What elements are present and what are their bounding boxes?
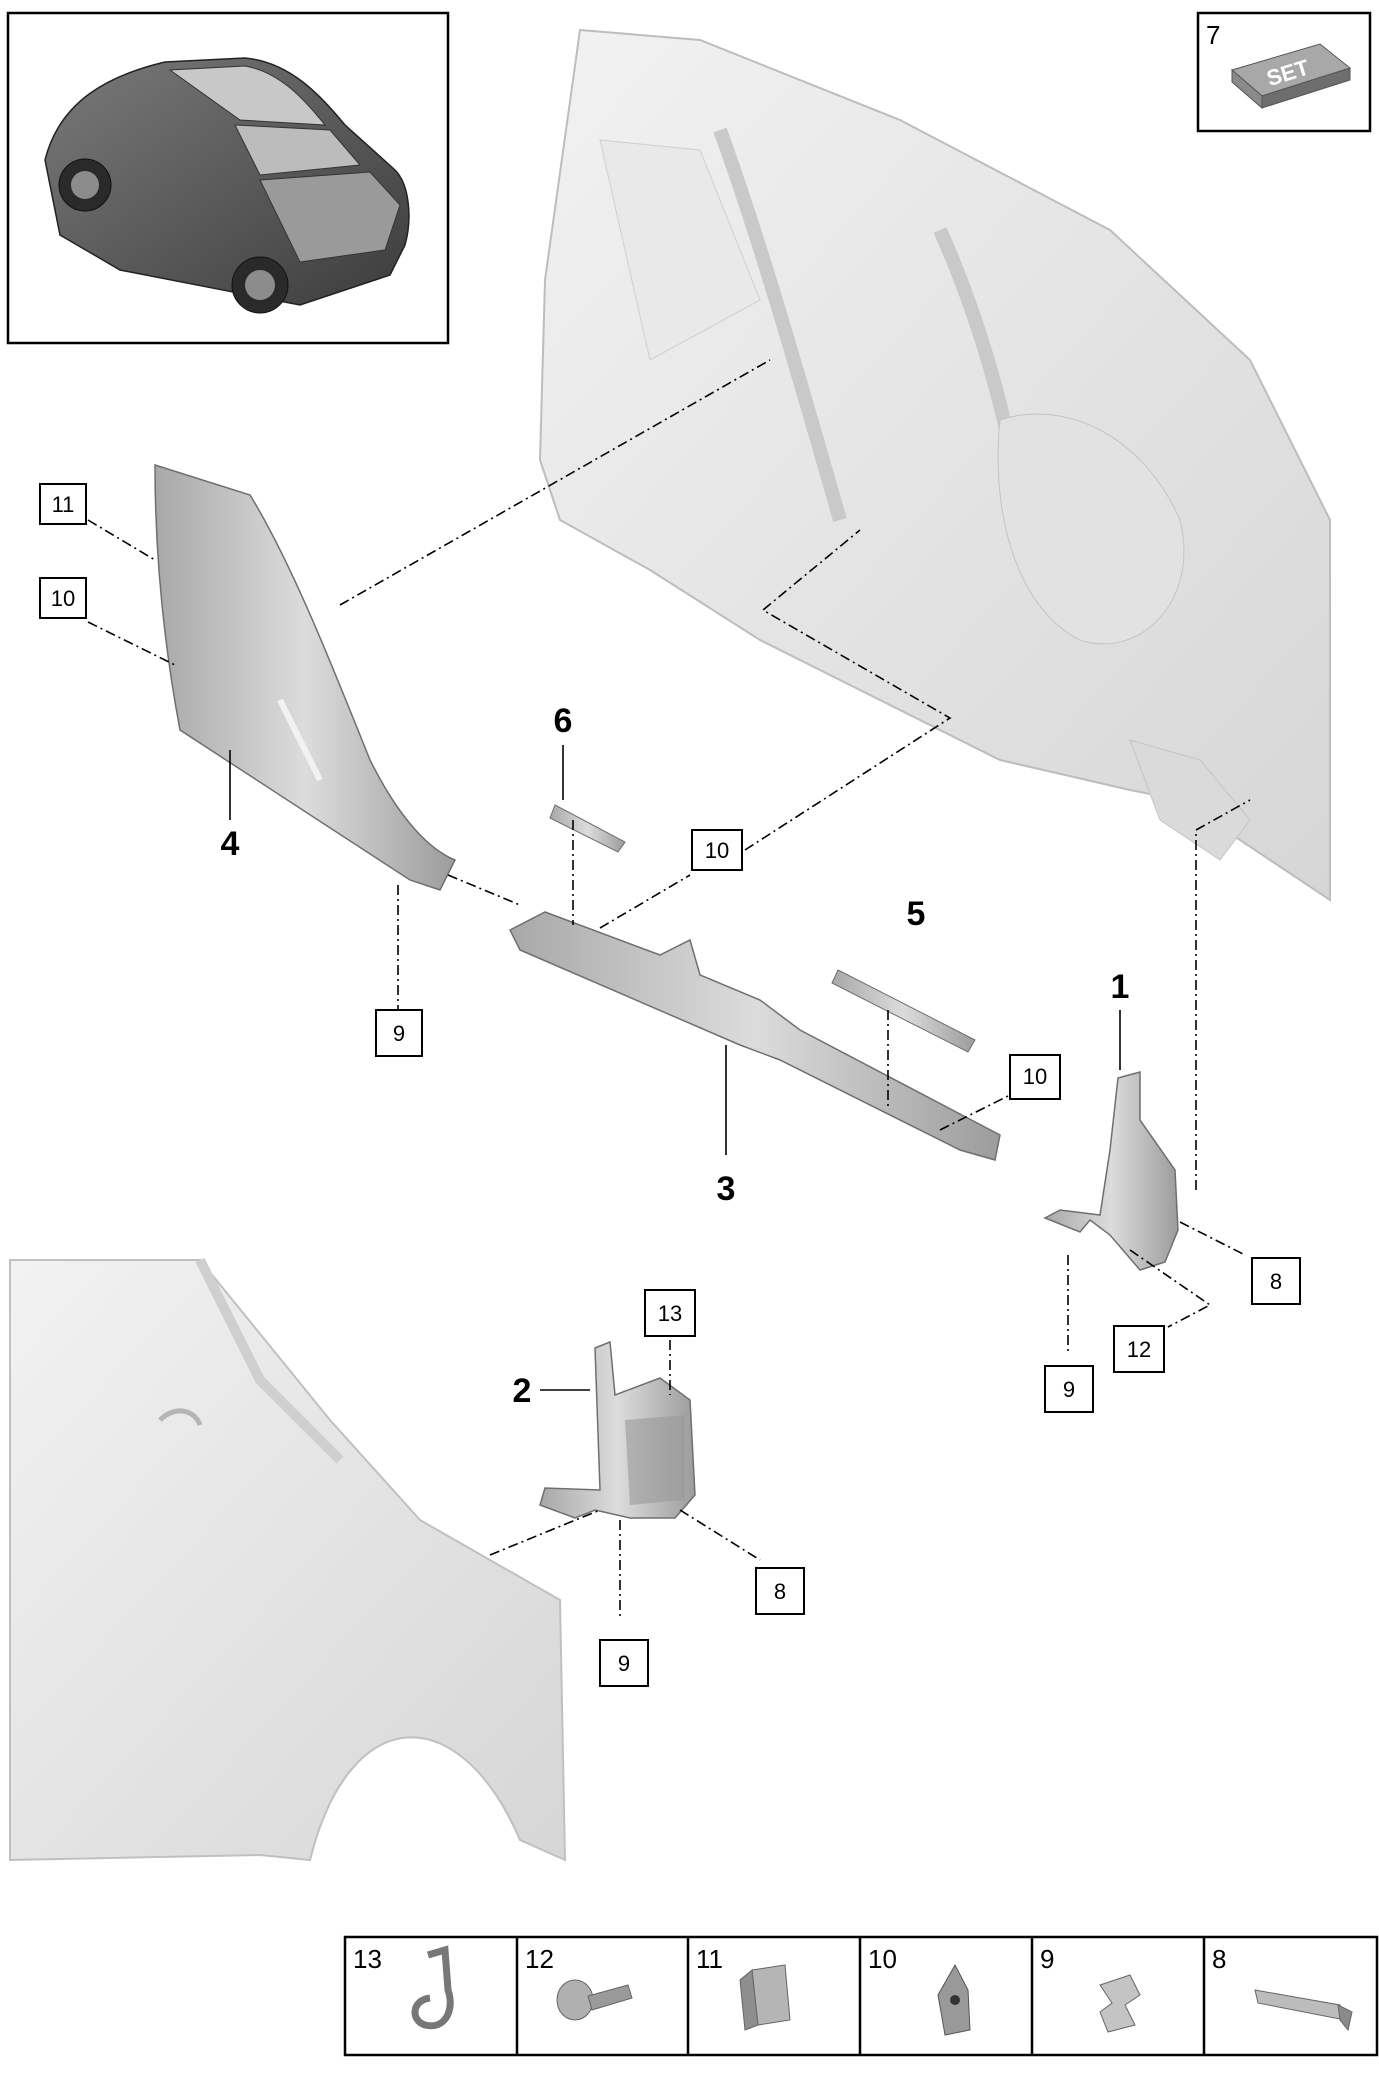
part-number-3: 3 [717, 1170, 736, 1208]
table-cell-number: 8 [1212, 1944, 1226, 1974]
table-cell-number: 10 [868, 1944, 897, 1974]
expanding-nut-icon [937, 1963, 971, 2036]
sill-trim-insert-small [549, 804, 626, 853]
svg-text:12: 12 [1127, 1337, 1151, 1362]
a-pillar-trim [154, 463, 457, 891]
callout-11-left: 11 [39, 483, 87, 525]
fastener-table: 13 12 11 10 9 8 [343, 1935, 1379, 2057]
svg-text:13: 13 [658, 1301, 682, 1326]
svg-text:9: 9 [1063, 1377, 1075, 1402]
vehicle-overview-thumbnail [6, 11, 450, 345]
callout-12-right: 12 [1113, 1325, 1165, 1373]
svg-text:9: 9 [393, 1021, 405, 1046]
callout-13-low: 13 [644, 1289, 696, 1337]
svg-text:8: 8 [774, 1579, 786, 1604]
callout-8-low: 8 [755, 1567, 805, 1615]
svg-text:10: 10 [705, 838, 729, 863]
svg-text:8: 8 [1270, 1269, 1282, 1294]
callout-9-right: 9 [1044, 1365, 1094, 1413]
part-number-5: 5 [907, 895, 926, 933]
set-number: 7 [1206, 20, 1220, 50]
table-cell-number: 9 [1040, 1944, 1054, 1974]
table-cell-number: 11 [696, 1944, 723, 1974]
screw-icon [556, 1979, 633, 2021]
svg-text:9: 9 [618, 1651, 630, 1676]
sill-trim-insert-long [831, 969, 976, 1053]
table-cell-number: 12 [525, 1944, 554, 1974]
callout-9-low: 9 [599, 1639, 649, 1687]
bracket-right [1043, 1071, 1179, 1271]
door-sill-trim [508, 911, 1001, 1161]
set-box: 7 SET [1196, 11, 1372, 133]
bracket-lower [539, 1340, 696, 1519]
spring-clip-icon [1099, 1974, 1141, 2033]
clamp-icon [739, 1964, 791, 2031]
callout-10-left: 10 [39, 577, 87, 619]
svg-text:10: 10 [51, 586, 75, 611]
leader-lines [87, 359, 1251, 1620]
set-kit-icon: SET [1230, 43, 1352, 110]
callout-9-left: 9 [375, 1009, 423, 1057]
callout-10-right: 10 [1009, 1054, 1061, 1100]
suv-illustration [44, 57, 410, 314]
svg-text:11: 11 [52, 492, 75, 517]
part-number-4: 4 [221, 825, 240, 863]
body-side-panel [538, 28, 1331, 902]
part-number-1: 1 [1111, 968, 1130, 1006]
wedge-icon [1254, 1989, 1353, 2032]
table-cell-number: 13 [353, 1944, 382, 1974]
svg-text:10: 10 [1023, 1064, 1047, 1089]
callout-10-mid: 10 [691, 829, 743, 871]
callout-8-right: 8 [1251, 1257, 1301, 1305]
part-number-2: 2 [513, 1372, 532, 1410]
part-number-6: 6 [554, 702, 573, 740]
front-fender [9, 1257, 567, 1862]
clip-icon [411, 1945, 454, 2030]
